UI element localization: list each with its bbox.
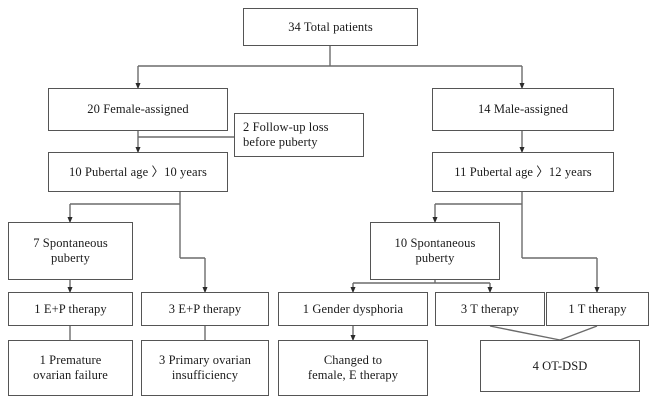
edge-total-split — [135, 46, 525, 90]
node-female-assigned: 20 Female-assigned — [48, 88, 228, 131]
node-label: 2 Follow-up loss before puberty — [243, 120, 329, 149]
node-primary-ovarian-insufficiency: 3 Primary ovarian insufficiency — [141, 340, 269, 396]
node-label: 20 Female-assigned — [87, 102, 189, 117]
node-label: 1 Premature ovarian failure — [33, 353, 108, 382]
node-ep-therapy-3: 3 E+P therapy — [141, 292, 269, 326]
node-ep-therapy-1: 1 E+P therapy — [8, 292, 133, 326]
node-t-therapy-1: 1 T therapy — [546, 292, 649, 326]
node-changed-to-female: Changed to female, E therapy — [278, 340, 428, 396]
node-label: 34 Total patients — [288, 19, 373, 34]
node-premature-ovarian-failure: 1 Premature ovarian failure — [8, 340, 133, 396]
node-t-therapy-3: 3 T therapy — [435, 292, 545, 326]
node-label: 4 OT-DSD — [532, 358, 588, 373]
node-ot-dsd: 4 OT-DSD — [480, 340, 640, 392]
node-male-spontaneous-puberty: 10 Spontaneous puberty — [370, 222, 500, 280]
node-female-pubertal-age: 10 Pubertal age 〉10 years — [48, 152, 228, 192]
node-label: Changed to female, E therapy — [307, 353, 399, 382]
node-male-pubertal-age: 11 Pubertal age 〉12 years — [432, 152, 614, 192]
node-label: 7 Spontaneous puberty — [33, 236, 108, 265]
node-label: 3 Primary ovarian insufficiency — [159, 353, 251, 382]
node-followup-loss: 2 Follow-up loss before puberty — [234, 113, 364, 157]
node-label: 14 Male-assigned — [477, 102, 569, 117]
node-label: 10 Pubertal age 〉10 years — [69, 164, 207, 179]
node-label: 1 Gender dysphoria — [302, 301, 404, 316]
node-total-patients: 34 Total patients — [243, 8, 418, 46]
node-label: 11 Pubertal age 〉12 years — [454, 164, 592, 179]
node-label: 1 E+P therapy — [34, 301, 107, 316]
node-male-assigned: 14 Male-assigned — [432, 88, 614, 131]
node-label: 1 T therapy — [568, 301, 627, 316]
node-gender-dysphoria: 1 Gender dysphoria — [278, 292, 428, 326]
node-label: 3 T therapy — [460, 301, 520, 316]
edge-t-therapies-to-otdsd — [489, 325, 598, 341]
node-female-spontaneous-puberty: 7 Spontaneous puberty — [8, 222, 133, 280]
node-label: 10 Spontaneous puberty — [394, 236, 476, 265]
edge-male-spont-split — [350, 280, 493, 294]
node-label: 3 E+P therapy — [168, 301, 242, 316]
